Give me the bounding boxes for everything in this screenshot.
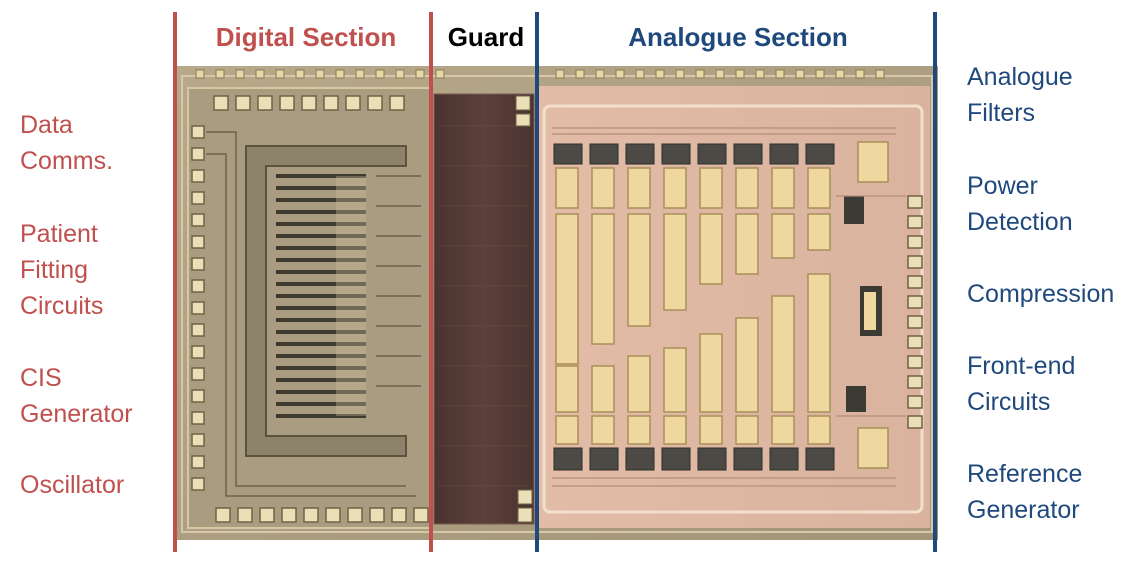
label-patient-fitting-circuits: Patient Fitting Circuits xyxy=(20,220,104,320)
header-guard: Guard xyxy=(447,22,525,52)
header-analogue-section: Analogue Section xyxy=(628,22,848,52)
label-cis-generator: CIS Generator xyxy=(20,364,133,428)
digital-guard-divider xyxy=(429,12,433,552)
label-compression: Compression xyxy=(967,280,1115,308)
label-reference-generator: Reference Generator xyxy=(967,460,1083,524)
label-front-end-circuits: Front-end Circuits xyxy=(967,352,1076,416)
label-data-comms: Data Comms. xyxy=(20,111,114,175)
label-power-detection: Power Detection xyxy=(967,172,1073,236)
label-analogue-filters: Analogue Filters xyxy=(967,63,1073,127)
analogue-right-divider xyxy=(933,12,937,552)
digital-left-divider xyxy=(173,12,177,552)
guard-analogue-divider xyxy=(535,12,539,552)
chip-die-image xyxy=(176,66,938,540)
header-digital-section: Digital Section xyxy=(215,22,397,52)
label-oscillator: Oscillator xyxy=(20,471,125,499)
